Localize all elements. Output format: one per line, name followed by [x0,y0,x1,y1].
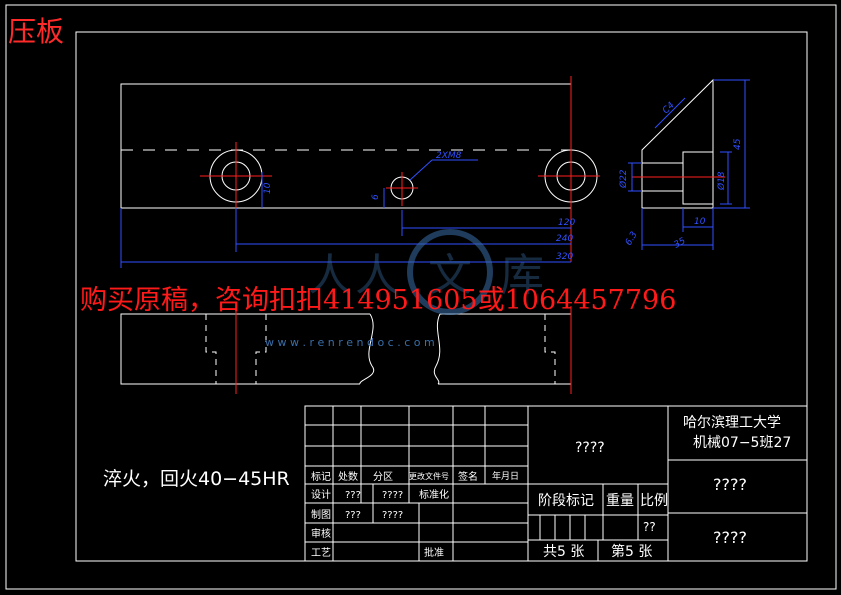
front-view [120,83,598,209]
tb-scale: 比例 [640,493,668,509]
side-dimensions [628,79,750,250]
tb-process: 工艺 [311,547,331,559]
dim-c4: C4 [661,100,677,116]
dim-35: 35 [673,236,688,251]
dim-d18: Ø18 [716,171,727,191]
dim-10: 10 [263,182,273,194]
tb-standardize: 标准化 [419,488,449,501]
watermark-text: 购买原稿，咨询扣扣414951605或1064457796 [80,285,677,316]
tb-draft-date: ???? [382,510,403,521]
break-line-right [433,313,441,385]
top-view [120,313,572,385]
front-dimensions [120,159,571,268]
tb-design-date: ???? [382,490,403,501]
tb-signature: 签名 [458,470,478,483]
tb-zone: 分区 [373,471,393,483]
tb-scale-value: ?? [643,520,656,534]
dim-320: 320 [556,252,573,262]
tb-design-name: ??? [345,490,361,501]
side-view [641,78,714,209]
svg-text:库: 库 [500,250,544,301]
tb-material: ???? [713,475,747,494]
tb-drawing-name: ???? [575,440,605,456]
break-line-left [359,313,375,385]
tb-change-doc: 更改文件号 [409,471,449,481]
dim-240: 240 [556,234,573,244]
dim-6: 6 [371,194,381,200]
tb-stage-mark: 阶段标记 [538,493,594,509]
tb-date: 年月日 [492,470,519,482]
tb-weight: 重量 [606,493,634,509]
dim-120: 120 [558,218,575,228]
tb-school: 哈尔滨理工大学 [683,415,781,431]
tb-approve: 批准 [424,546,444,559]
heat-treatment-note: 淬火，回火40−45HR [103,468,290,490]
svg-text:文: 文 [428,250,472,301]
dim-hole-label: 2XM8 [436,151,462,161]
title-block-grid [304,405,808,562]
front-view-outline [120,83,572,209]
tb-review: 审核 [311,527,331,540]
tb-sheet-no: 第5 张 [611,543,652,560]
svg-text:人: 人 [308,250,352,301]
tb-draft: 制图 [311,508,331,521]
tb-sheets-total: 共5 张 [543,544,584,560]
dim-6-3: 6.3 [624,230,640,248]
tb-draft-name: ??? [345,510,361,521]
drawing-title: 压板 [8,15,65,48]
top-view-right [438,313,572,385]
dim-side-10: 10 [694,217,706,227]
svg-text:人: 人 [355,250,399,301]
top-view-left [120,313,370,385]
tb-class: 机械07−5班27 [693,435,791,451]
tb-mark: 标记 [311,471,331,483]
watermark-url: w w w . r e n r e n d o c . c o m [265,336,435,349]
outer-border [5,4,837,590]
dim-45: 45 [733,138,743,150]
top-centerlines [235,306,572,394]
tb-design: 设计 [311,488,331,501]
tb-drawing-no: ???? [713,528,747,547]
side-bore-large [682,151,714,205]
side-view-outline [641,78,714,209]
tb-count: 处数 [338,470,358,483]
dim-d22: Ø22 [618,169,629,189]
front-centerlines [200,76,600,262]
watermark-logo: 人 人 文 库 [308,229,544,315]
